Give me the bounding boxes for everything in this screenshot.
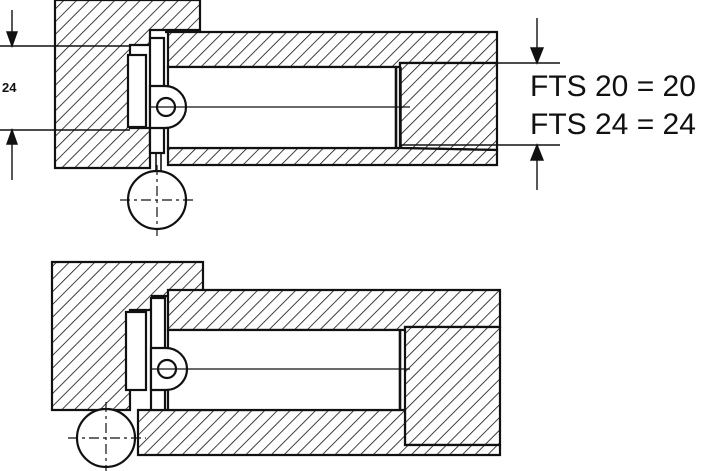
fts24-label: FTS 24 = 24: [530, 108, 696, 141]
bottom-leaf-end: [403, 325, 502, 447]
bottom-assembly: [50, 260, 502, 471]
top-leaf-upper: [165, 30, 499, 69]
fts20-label: FTS 20 = 20: [530, 70, 696, 103]
top-hinge-plate-left: [126, 53, 148, 129]
top-left-dimension: [0, 10, 130, 180]
bottom-hinge-plate-left: [124, 310, 148, 392]
top-assembly: [53, 0, 499, 236]
bottom-bore: [166, 328, 402, 412]
bottom-leaf-upper: [166, 288, 502, 332]
dimension-label-24: 24: [2, 80, 17, 95]
top-right-dimension: [400, 18, 560, 190]
top-leaf-lower: [166, 146, 499, 167]
top-leaf-end: [398, 61, 499, 152]
